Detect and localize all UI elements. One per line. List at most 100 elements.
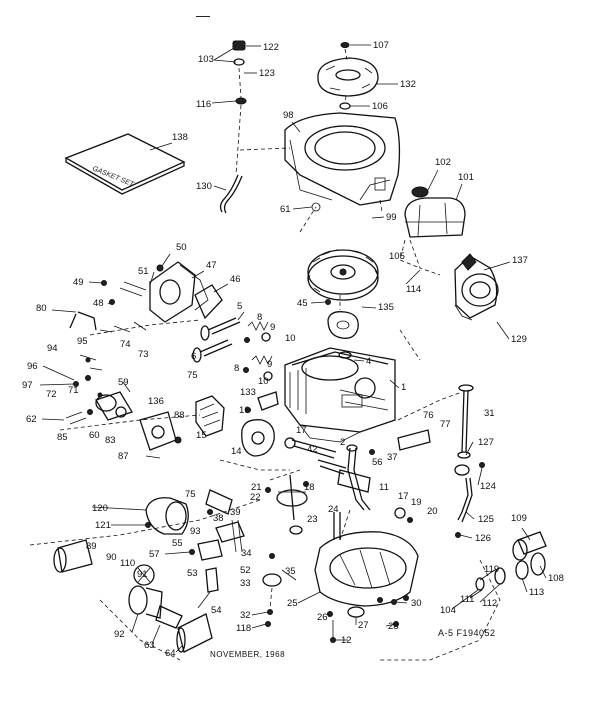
callout-80: 80	[36, 303, 47, 314]
footer-code: A-5 F194052	[438, 628, 496, 638]
callout-122: 122	[263, 42, 279, 53]
callout-95: 95	[77, 336, 88, 347]
gasket-set-138: GASKET SET	[64, 133, 186, 195]
callout-51: 51	[138, 266, 149, 277]
callout-129: 129	[511, 334, 527, 345]
callout-102: 102	[435, 157, 451, 168]
callout-24: 24	[328, 504, 339, 515]
callout-108: 108	[548, 573, 564, 584]
callout-98: 98	[283, 110, 294, 121]
callout-77: 77	[440, 419, 451, 430]
crankshaft-11	[337, 444, 371, 511]
breaker-box-14	[241, 419, 275, 457]
callout-116: 116	[196, 99, 211, 110]
callout-74: 74	[120, 339, 131, 350]
callout-33: 33	[240, 578, 251, 589]
callout-61: 61	[280, 204, 291, 215]
callout-34: 34	[241, 548, 252, 559]
callout-63: 63	[144, 640, 155, 651]
callout-49: 49	[73, 277, 84, 288]
callout-52: 52	[240, 565, 251, 576]
governor-linkage	[69, 311, 147, 398]
breaker-points-15	[195, 395, 225, 437]
footer-date: NOVEMBER, 1968	[210, 650, 285, 659]
callout-30: 30	[411, 598, 422, 609]
callout-39: 39	[230, 507, 241, 518]
blower-housing-98	[239, 112, 401, 213]
callout-19: 19	[411, 497, 422, 508]
callout-9: 9	[270, 322, 275, 333]
callout-54: 54	[211, 605, 222, 616]
flywheel-nut-45	[325, 299, 331, 305]
callout-72: 72	[46, 389, 57, 400]
callout-104: 104	[440, 605, 456, 616]
callout-20: 20	[427, 506, 438, 517]
callout-127: 127	[478, 437, 494, 448]
callout-87: 87	[118, 451, 129, 462]
callout-138: 138	[172, 132, 188, 143]
crankcase-cover-25	[314, 531, 419, 618]
callout-135: 135	[378, 302, 394, 313]
callout-55: 55	[172, 538, 183, 549]
callout-10b: 10	[258, 376, 269, 387]
callout-109: 109	[511, 513, 527, 524]
callout-59: 59	[118, 377, 129, 388]
callout-64: 64	[165, 648, 176, 659]
callout-119: 119	[484, 564, 499, 575]
callout-17b: 17	[398, 491, 409, 502]
callout-113: 113	[529, 587, 544, 598]
cam-gear-22	[265, 474, 309, 521]
cylinder-block-1	[284, 347, 396, 443]
muffler-120	[145, 497, 189, 535]
callout-35: 35	[285, 566, 296, 577]
callout-124: 124	[480, 481, 496, 492]
callout-2: 2	[340, 437, 345, 448]
callout-96: 96	[27, 361, 38, 372]
callout-12: 12	[341, 635, 352, 646]
callout-60: 60	[89, 430, 100, 441]
callout-8b: 8	[234, 363, 239, 374]
callout-103: 103	[198, 54, 214, 65]
callout-89: 89	[86, 541, 97, 552]
flywheel-135	[307, 249, 379, 301]
callout-26: 26	[317, 612, 328, 623]
fuel-line-130	[219, 174, 321, 214]
callout-123: 123	[259, 68, 275, 79]
callout-11: 11	[379, 482, 389, 493]
governor-gear-33	[262, 553, 297, 627]
callout-91: 91	[137, 569, 148, 580]
callout-106: 106	[372, 101, 388, 112]
callout-85: 85	[57, 432, 68, 443]
valves	[192, 317, 241, 363]
callout-93: 93	[190, 526, 201, 537]
callout-121: 121	[95, 520, 111, 531]
callout-5: 5	[237, 301, 242, 312]
callout-16: 16	[239, 405, 250, 416]
dipstick-31	[454, 384, 485, 538]
lower-left-bearing-stack	[53, 539, 213, 653]
callout-14: 14	[231, 446, 242, 457]
fuel-pump-136	[139, 411, 182, 459]
callout-73: 73	[138, 349, 149, 360]
callout-133: 133	[240, 387, 256, 398]
pto-seal-stack	[475, 531, 547, 591]
callout-47: 47	[206, 260, 217, 271]
callout-83: 83	[105, 435, 116, 446]
callout-53: 53	[187, 568, 198, 579]
callout-25: 25	[287, 598, 298, 609]
callout-136: 136	[148, 396, 164, 407]
callout-88: 88	[174, 410, 185, 421]
callout-6: 6	[191, 351, 196, 362]
callout-50: 50	[176, 242, 187, 253]
callout-114: 114	[406, 284, 421, 295]
air-cleaner-101	[399, 186, 466, 269]
callout-23: 23	[307, 514, 318, 525]
callout-94: 94	[47, 343, 58, 354]
breather-assembly	[189, 489, 245, 593]
callout-76: 76	[423, 410, 434, 421]
callout-8: 8	[257, 312, 262, 323]
callout-62: 62	[26, 414, 37, 425]
callout-27: 27	[358, 620, 369, 631]
callout-labels: 122 107 103 123 132 116 106 98 138 102 1…	[22, 40, 564, 659]
callout-31: 31	[484, 408, 495, 419]
